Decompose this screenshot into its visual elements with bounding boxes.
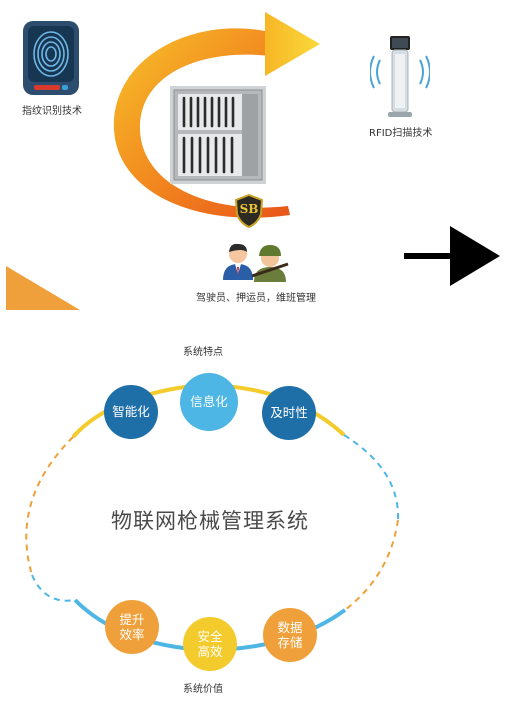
driver-person-icon bbox=[220, 240, 256, 280]
rfid-label: RFID扫描技术 bbox=[369, 128, 433, 139]
people-label: 驾驶员、押运员，维班管理 bbox=[196, 293, 316, 304]
curved-flow-arrow bbox=[113, 12, 320, 218]
node-storage-label: 数据 存储 bbox=[263, 620, 317, 650]
node-efficiency-label: 提升 效率 bbox=[105, 612, 159, 642]
fingerprint-label: 指纹识别技术 bbox=[22, 106, 82, 117]
security-badge-icon: SB bbox=[234, 194, 264, 228]
center-title: 物联网枪械管理系统 bbox=[111, 509, 309, 533]
node-efficiency-line2: 效率 bbox=[119, 627, 145, 642]
node-intelligent-label: 智能化 bbox=[112, 404, 150, 419]
badge-text: SB bbox=[239, 202, 259, 216]
node-safety: 安全 高效 bbox=[183, 617, 237, 671]
node-efficiency-line1: 提升 bbox=[119, 612, 145, 627]
node-efficiency: 提升 效率 bbox=[105, 600, 159, 654]
orange-triangle-shape bbox=[6, 266, 80, 310]
gun-cabinet-image bbox=[170, 86, 266, 184]
features-title: 系统特点 bbox=[183, 347, 223, 358]
fingerprint-scanner-icon bbox=[22, 20, 80, 96]
node-safety-label: 安全 高效 bbox=[183, 629, 237, 659]
node-informatization: 信息化 bbox=[180, 373, 238, 431]
rfid-scanner-icon bbox=[370, 30, 430, 120]
node-storage-line1: 数据 bbox=[277, 620, 303, 635]
node-safety-line2: 高效 bbox=[197, 644, 223, 659]
right-arrow-icon bbox=[404, 226, 500, 286]
node-storage-line2: 存储 bbox=[277, 635, 303, 650]
node-storage: 数据 存储 bbox=[263, 608, 317, 662]
node-safety-line1: 安全 bbox=[197, 629, 223, 644]
node-informatization-label: 信息化 bbox=[190, 394, 228, 409]
value-title: 系统价值 bbox=[183, 684, 223, 695]
node-intelligent: 智能化 bbox=[104, 385, 158, 439]
soldier-person-icon bbox=[250, 242, 290, 282]
node-timely: 及时性 bbox=[262, 386, 316, 440]
node-timely-label: 及时性 bbox=[270, 405, 308, 420]
